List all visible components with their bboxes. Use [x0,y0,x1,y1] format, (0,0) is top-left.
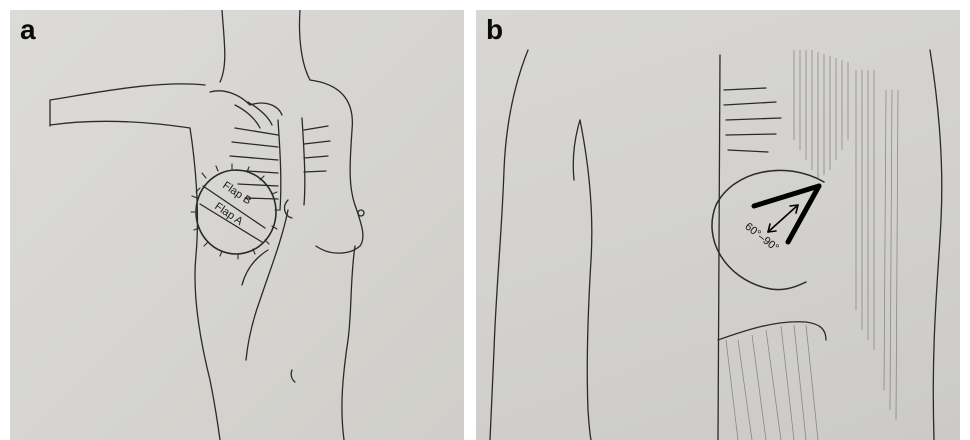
panel-label-b: b [486,16,503,44]
navel [291,370,295,382]
finger-line-2 [248,102,272,125]
pencil-shading [726,50,898,440]
right-torso-contour [342,246,355,440]
neck-right-line [299,10,310,80]
right-rib-hatching [304,126,330,172]
flap-b-label: Flap B [220,179,253,207]
arm-lower-contour [50,121,190,128]
nipple [358,210,364,216]
right-figure-front-contour [930,50,942,440]
panel-label-a: a [20,16,36,44]
left-figure-front-contour [580,120,592,440]
sternum-left-line [278,120,281,210]
midline-contour [246,210,288,360]
frontal-torso-sketch: Flap B Flap A [10,10,464,440]
finger-line-1 [235,105,260,128]
back-contour-line [718,55,720,440]
breast-contour [316,205,363,253]
drain-line [242,250,268,285]
rib-lines [724,88,781,152]
neck-left-line [220,10,225,82]
lateral-torso-sketch: 60°–90° [476,10,960,440]
figure-panel-a: Flap B Flap A a [10,10,464,440]
figure-panel-b: 60°–90° b [476,10,960,440]
lower-contour [718,322,826,340]
sternum-notch [285,200,292,218]
arm-upper-contour [50,84,205,100]
left-torso-contour [190,128,220,440]
left-figure-back-contour [490,50,528,440]
left-figure-arm-line [573,120,580,180]
sternum-right-line [302,118,305,205]
